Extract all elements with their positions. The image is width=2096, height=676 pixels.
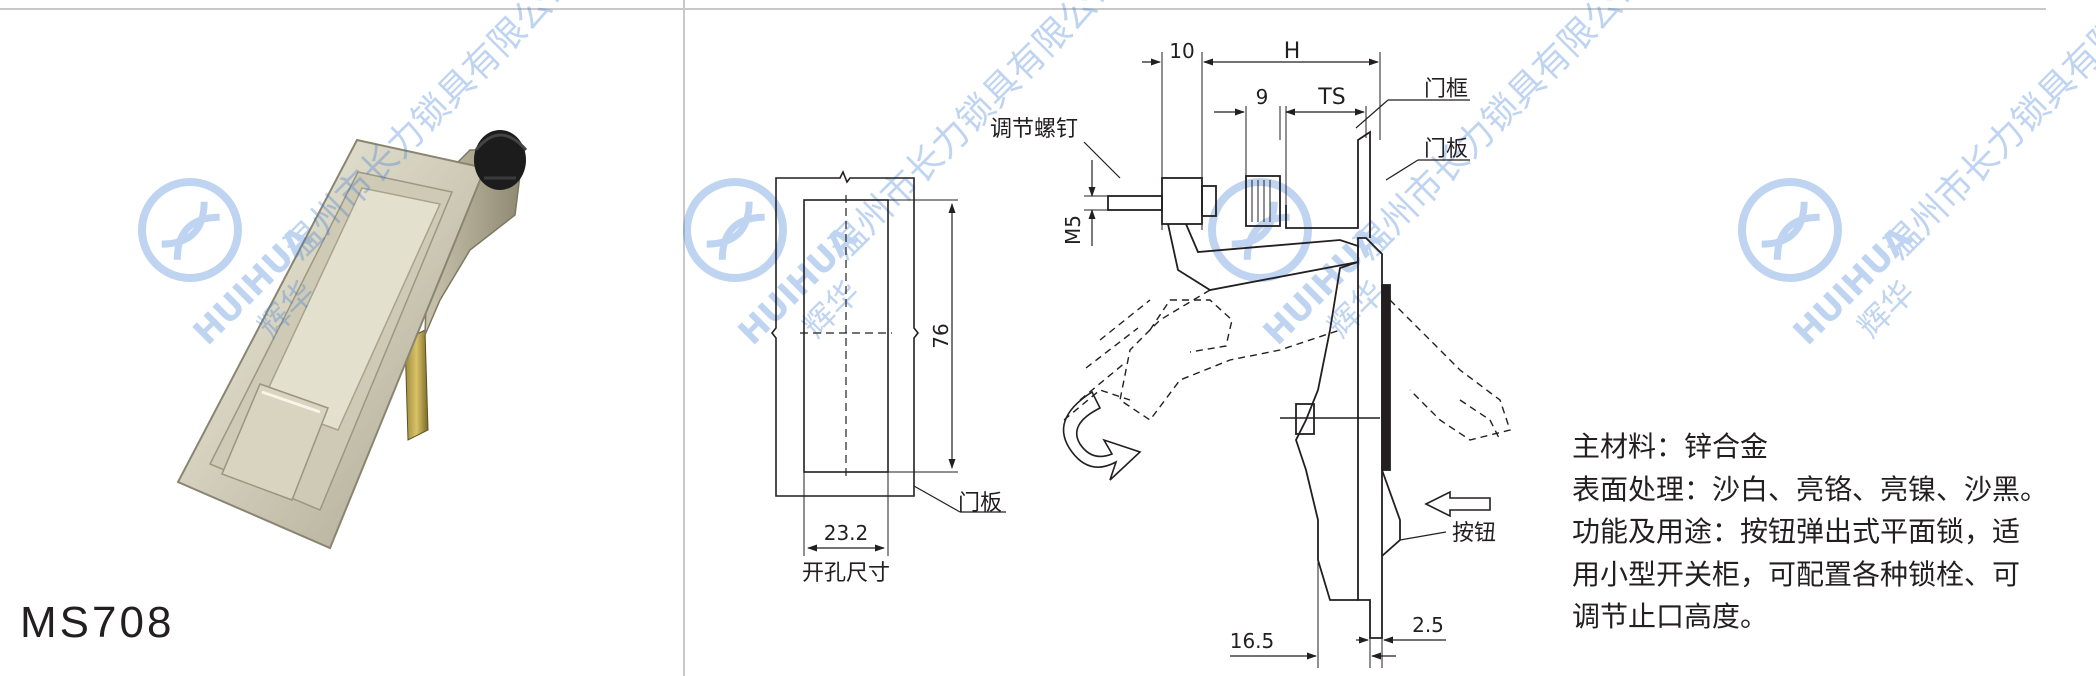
dim-m5: M5 xyxy=(1061,215,1085,245)
watermark-logo-icon xyxy=(1738,178,1842,282)
watermark-logo-icon xyxy=(138,178,242,282)
model-code: MS708 xyxy=(20,598,175,647)
cutout-height-dim: 76 xyxy=(929,323,953,348)
spec-function-3: 调节止口高度。 xyxy=(1572,600,1769,633)
cutout-width-dim: 23.2 xyxy=(824,521,869,545)
watermark-logo-icon xyxy=(683,178,787,282)
dim-10: 10 xyxy=(1169,39,1194,63)
watermark-logo-icon xyxy=(1208,178,1312,282)
cutout-caption: 开孔尺寸 xyxy=(802,561,890,586)
spec-function-1: 功能及用途：按钮弹出式平面锁，适 xyxy=(1572,515,2021,548)
watermark-middle: HUIHUA 辉华 温州市长力锁具有限公司 xyxy=(683,0,1131,353)
watermark-company: 温州市长力锁具有限公司 xyxy=(1877,0,2096,268)
side-section-drawing xyxy=(1062,52,1511,668)
dim-9: 9 xyxy=(1256,85,1269,109)
dim-16-5: 16.5 xyxy=(1230,629,1275,653)
spec-surface: 表面处理：沙白、亮铬、亮镍、沙黑。 xyxy=(1572,472,2049,506)
cutout-drawing xyxy=(770,170,1006,556)
label-push-button: 按钮 xyxy=(1452,521,1496,546)
label-door-panel: 门板 xyxy=(1424,137,1468,162)
label-adjust-screw: 调节螺钉 xyxy=(990,117,1078,142)
watermark-right: HUIHUA 辉华 温州市长力锁具有限公司 xyxy=(1738,0,2096,353)
dim-2-5: 2.5 xyxy=(1412,613,1444,637)
spec-material: 主材料：锌合金 xyxy=(1572,430,1769,463)
dim-ts: TS xyxy=(1317,85,1345,110)
page-frame xyxy=(0,0,2046,676)
cutout-panel-label: 门板 xyxy=(958,491,1002,516)
watermark-company: 温州市长力锁具有限公司 xyxy=(1347,0,1656,268)
label-door-frame: 门框 xyxy=(1424,77,1468,102)
dim-h: H xyxy=(1284,39,1301,64)
product-photo xyxy=(176,130,528,550)
spec-block: 主材料：锌合金 表面处理：沙白、亮铬、亮镍、沙黑。 功能及用途：按钮弹出式平面锁… xyxy=(1572,426,2092,639)
spec-function-2: 用小型开关柜，可配置各种锁栓、可 xyxy=(1572,557,2021,591)
